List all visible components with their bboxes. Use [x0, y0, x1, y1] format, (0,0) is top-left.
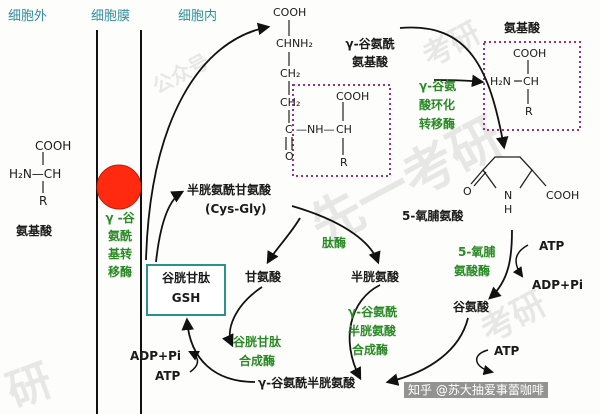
dipeptide-r: R — [340, 156, 348, 169]
dipeptide-cooh2: COOH — [336, 90, 370, 103]
atp-arrows — [188, 244, 529, 376]
oxoprolinase-line1: 5-氧脯 — [458, 245, 496, 259]
header-extracellular: 细胞外 — [8, 9, 48, 24]
gamma-glu-aa-line2: 氨基酸 — [351, 55, 388, 69]
arrow-cys-gly-to-cys — [291, 205, 381, 265]
arrow-to-cys-gly — [155, 190, 185, 263]
gamma-glu-cys-label: γ-谷氨酰半胱氨酸 — [258, 376, 356, 390]
adp-pi-right-label: ADP+Pi — [532, 278, 584, 292]
amino-acid-residue-box — [292, 84, 391, 177]
oxoproline-h: H — [504, 203, 513, 216]
arrow-glu-to-gamma-glu-cys — [385, 317, 469, 386]
arrow-to-glycine — [266, 217, 301, 265]
gs-line1: 谷胱甘肽 — [233, 335, 282, 349]
arrow-release-amino-acid — [433, 74, 485, 88]
peptidase-label: 肽酶 — [322, 236, 347, 250]
right-aa-ch: CH — [523, 75, 539, 88]
cys-gly-en: (Cys-Gly) — [205, 202, 267, 216]
dipeptide-ch2-a: CH₂ — [280, 67, 301, 80]
right-amino-acid-bonds — [514, 60, 529, 104]
oxoproline-name: 5-氧脯氨酸 — [402, 209, 464, 223]
gcs-line1: γ-谷氨酰 — [348, 305, 398, 319]
gcs-line2: 半胱氨酸 — [348, 324, 397, 338]
oxoproline-cooh: COOH — [546, 189, 580, 202]
cyclotransferase-line2: 酸环化 — [419, 98, 456, 112]
left-aa-name: 氨基酸 — [16, 224, 53, 238]
glycine-label: 甘氨酸 — [245, 270, 282, 284]
right-aa-cooh: COOH — [513, 47, 547, 60]
dipeptide-o: O — [285, 150, 294, 163]
atp-right-label: ATP — [539, 239, 565, 253]
gsh-label-en: GSH — [171, 291, 201, 305]
transporter-enzyme-circle — [96, 164, 142, 210]
header-membrane: 细胞膜 — [91, 9, 131, 24]
header-intracellular: 细胞内 — [178, 9, 218, 24]
transpeptidase-line2: 氨酰 — [107, 229, 132, 243]
arrow-atp-left — [188, 351, 200, 373]
arrow-oxoproline-to-glu — [488, 229, 513, 300]
arrow-atp-right — [512, 244, 529, 278]
glutamate-label: 谷氨酸 — [453, 300, 490, 314]
left-aa-r: R — [39, 194, 48, 208]
right-aa-r: R — [525, 105, 533, 118]
left-aa-h2n-ch: H₂N—CH — [9, 167, 62, 181]
gcs-line3: 合成酶 — [352, 343, 389, 357]
dipeptide-ch: CH — [336, 123, 352, 136]
gamma-glu-aa-line1: γ-谷氨酰 — [345, 37, 395, 51]
gs-line2: 合成酶 — [239, 354, 276, 368]
adp-pi-left-label: ADP+Pi — [130, 349, 182, 363]
transpeptidase-line1: γ -谷 — [105, 211, 135, 225]
dipeptide-c: C — [285, 123, 293, 136]
pathway-arrows — [145, 22, 513, 386]
atp-left-label: ATP — [155, 369, 181, 383]
transpeptidase-line3: 基转 — [107, 247, 132, 261]
dipeptide-ch2-b: CH₂ — [280, 96, 301, 109]
arrow-to-oxoproline — [399, 26, 509, 150]
cyclotransferase-line1: γ-谷氨 — [419, 79, 457, 93]
dipeptide-nh: —NH— — [296, 123, 335, 136]
dipeptide-cooh: COOH — [273, 6, 307, 19]
free-amino-acid-box — [483, 41, 581, 131]
cysteine-label: 半胱氨酸 — [351, 270, 400, 284]
right-aa-name: 氨基酸 — [504, 21, 541, 35]
arrow-membrane-to-gamma-glu-aa — [145, 22, 271, 261]
right-aa-h2n: H₂N — [490, 75, 511, 88]
cys-gly-cn: 半胱氨酰甘氨酸 — [187, 183, 272, 197]
arrow-atp-right2 — [476, 349, 495, 376]
left-aa-cooh: COOH — [35, 139, 72, 153]
author-credit: 知乎 @苏大抽爱事蕾咖啡 — [404, 382, 548, 398]
oxoproline-o: O — [463, 185, 472, 198]
arrow-cys-to-gamma-glu-cys — [348, 284, 381, 381]
atp-right2-label: ATP — [494, 344, 520, 358]
cyclotransferase-line3: 转移酶 — [419, 117, 456, 131]
transpeptidase-line4: 移酶 — [107, 265, 132, 279]
oxoproline-n: N — [504, 189, 513, 202]
oxoprolinase-line2: 氨酸酶 — [454, 264, 491, 278]
dipeptide-chnh2: CHNH₂ — [276, 37, 313, 50]
arrow-glycine-to-gsh — [222, 286, 263, 348]
dipeptide-bonds — [285, 20, 344, 155]
arrow-to-gsh — [181, 317, 256, 383]
gsh-label-cn: 谷胱甘肽 — [161, 271, 210, 285]
oxoproline-ring — [470, 156, 547, 189]
gsh-box — [146, 264, 226, 316]
